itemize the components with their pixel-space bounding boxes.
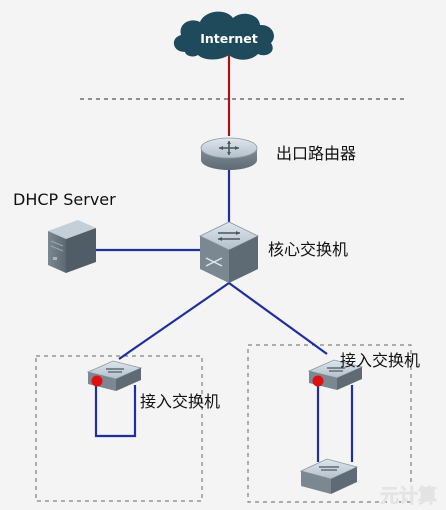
dhcp-server-label: DHCP Server — [13, 190, 116, 209]
access-group-left-box — [35, 355, 203, 502]
access-left-loop-cable — [94, 385, 137, 438]
access-switch-left-label: 接入交换机 — [140, 392, 220, 411]
access-group-right-box — [247, 344, 412, 503]
internet-cloud-icon: Internet — [173, 11, 274, 60]
router-icon — [200, 137, 258, 170]
core-access-right-link — [228, 282, 328, 355]
core-switch-icon — [199, 221, 259, 283]
access-switch-right-label: 接入交换机 — [340, 351, 420, 370]
internet-label: Internet — [200, 31, 258, 46]
egress-router-label: 出口路由器 — [276, 144, 356, 163]
core-switch-label: 核心交换机 — [268, 240, 348, 259]
watermark-text: 元计算 — [380, 484, 437, 507]
port-indicator-left — [91, 375, 103, 387]
core-access-left-link — [118, 282, 230, 360]
stacked-switch-icon — [299, 458, 359, 494]
server-icon — [48, 220, 96, 273]
port-indicator-right — [312, 375, 324, 387]
